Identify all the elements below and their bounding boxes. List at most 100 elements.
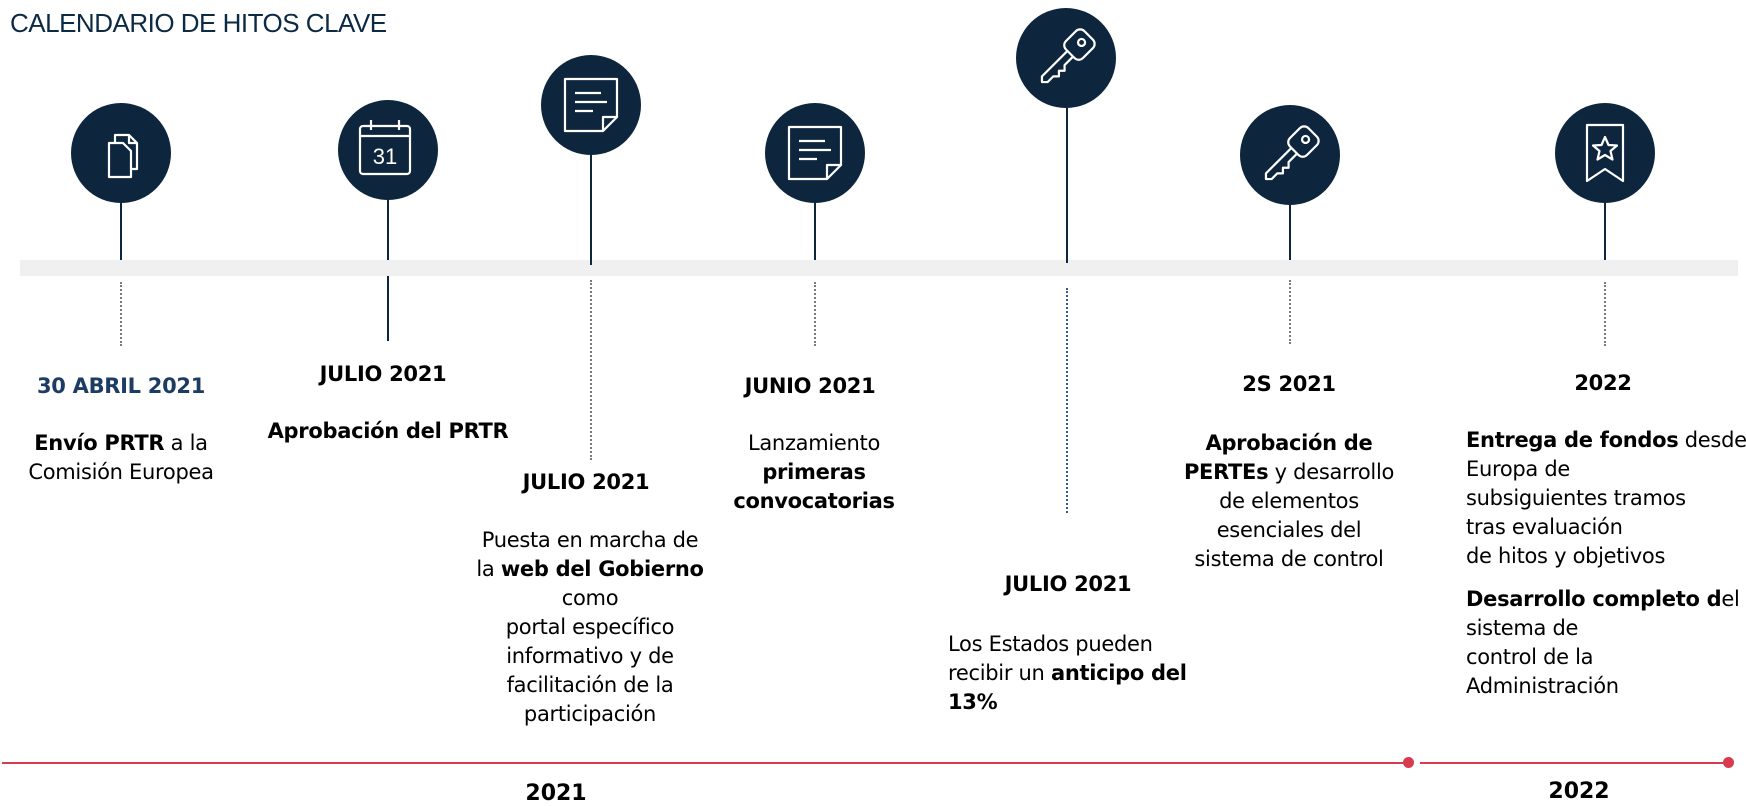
description-line: de hitos y objetivos [1466, 542, 1746, 571]
plain-text: tras evaluación [1466, 515, 1623, 539]
plain-text: la [476, 557, 501, 581]
description-line: sistema de [1466, 614, 1746, 643]
bold-text: web del Gobierno [500, 557, 704, 581]
plain-text: esenciales del [1216, 518, 1362, 542]
description-line: control de la [1466, 643, 1746, 672]
connector-stem [387, 276, 389, 341]
milestone-description: Aprobación del PRTR [268, 417, 509, 446]
description-line: subsiguientes tramos [1466, 484, 1746, 513]
plain-text: de elementos [1219, 489, 1359, 513]
plain-text: subsiguientes tramos [1466, 486, 1686, 510]
milestone-description: Lanzamiento primeras convocatorias [733, 429, 895, 516]
milestone-date: 30 ABRIL 2021 [36, 374, 206, 398]
plain-text: el [1721, 587, 1740, 611]
description-line: Desarrollo completo del [1466, 585, 1746, 614]
milestone-date: JULIO 2021 [522, 470, 650, 494]
plain-text: sistema de control [1194, 547, 1384, 571]
plain-text: a la [164, 431, 208, 455]
connector-dots [1604, 282, 1606, 346]
bold-text: primeras [762, 460, 866, 484]
plain-text: portal específico [505, 615, 675, 639]
note-icon [765, 103, 865, 203]
description-line: recibir un anticipo del [948, 659, 1187, 688]
connector-stem [1066, 108, 1068, 263]
timeline-marker [1723, 757, 1734, 768]
connector-stem [1289, 205, 1291, 260]
connector-stem [814, 203, 816, 260]
timeline-2022-line [1420, 762, 1728, 764]
bold-text: Desarrollo completo d [1466, 587, 1722, 611]
description-line: tras evaluación [1466, 513, 1746, 542]
milestone-date: JULIO 2021 [319, 362, 447, 386]
bold-text: anticipo del [1050, 661, 1187, 685]
plain-text: control de la [1466, 645, 1594, 669]
bookmark-star-icon [1555, 103, 1655, 203]
description-line: Envío PRTR a la [28, 429, 213, 458]
connector-stem [120, 203, 122, 260]
year-label-2021: 2021 [525, 781, 587, 806]
timeline-2021-line [2, 762, 1408, 764]
description-line: como [476, 584, 703, 613]
bold-text: Entrega de fondos [1466, 428, 1679, 452]
description-line: Europa de [1466, 455, 1746, 484]
plain-text: recibir un [948, 661, 1051, 685]
milestone-date: 2S 2021 [1242, 372, 1336, 396]
description-line: Los Estados pueden [948, 630, 1187, 659]
bold-text: convocatorias [733, 489, 895, 513]
plain-text: Los Estados pueden [948, 632, 1153, 656]
connector-dots [120, 282, 122, 346]
documents-icon [71, 103, 171, 203]
page-title: CALENDARIO DE HITOS CLAVE [10, 8, 387, 38]
timeline-band [20, 260, 1738, 276]
plain-text: informativo y de [506, 644, 674, 668]
plain-text: como [561, 586, 619, 610]
description-line: facilitación de la [476, 671, 703, 700]
description-line: informativo y de [476, 642, 703, 671]
timeline-marker [1403, 757, 1414, 768]
description-line: de elementos [1184, 487, 1394, 516]
connector-stem [387, 200, 389, 260]
description-line: Administración [1466, 672, 1746, 701]
description-line: convocatorias [733, 487, 895, 516]
calendar-icon-text: 31 [373, 144, 397, 169]
bold-text: Aprobación del PRTR [267, 419, 509, 443]
plain-text: Europa de [1466, 457, 1571, 481]
calendar-icon: 31 [338, 100, 438, 200]
connector-stem [1604, 203, 1606, 260]
milestone-description: Los Estados pueden recibir un anticipo de… [948, 630, 1187, 717]
plain-text: Lanzamiento [747, 431, 881, 455]
bold-text: Aprobación de [1205, 431, 1373, 455]
plain-text: Puesta en marcha de [481, 528, 699, 552]
description-line: Puesta en marcha de [476, 526, 703, 555]
description-line: Aprobación de [1184, 429, 1394, 458]
plain-text: de hitos y objetivos [1466, 544, 1666, 568]
description-line: la web del Gobierno [476, 555, 704, 584]
description-line: Aprobación del PRTR [268, 417, 509, 446]
plain-text: sistema de [1466, 616, 1579, 640]
plain-text: Comisión Europea [28, 460, 214, 484]
description-line: esenciales del [1184, 516, 1394, 545]
key-icon [1240, 105, 1340, 205]
plain-text: participación [523, 702, 657, 726]
description-line: Comisión Europea [28, 458, 214, 487]
paragraph-gap [1466, 571, 1746, 585]
description-line: 13% [948, 688, 1187, 717]
plain-text: desde [1678, 428, 1746, 452]
description-line: Entrega de fondos desde [1466, 426, 1746, 455]
milestone-date: 2022 [1574, 371, 1632, 395]
description-line: PERTEs y desarrollo [1184, 458, 1394, 487]
milestone-date: JUNIO 2021 [744, 374, 876, 398]
description-line: primeras [733, 458, 894, 487]
connector-dots [1289, 280, 1291, 344]
bold-text: 13% [948, 690, 998, 714]
connector-dots [1066, 288, 1068, 513]
connector-stem [590, 155, 592, 265]
plain-text: y desarrollo [1268, 460, 1395, 484]
bold-text: PERTEs [1183, 460, 1269, 484]
note-icon [541, 55, 641, 155]
description-line: participación [476, 700, 703, 729]
connector-dots [590, 280, 592, 460]
